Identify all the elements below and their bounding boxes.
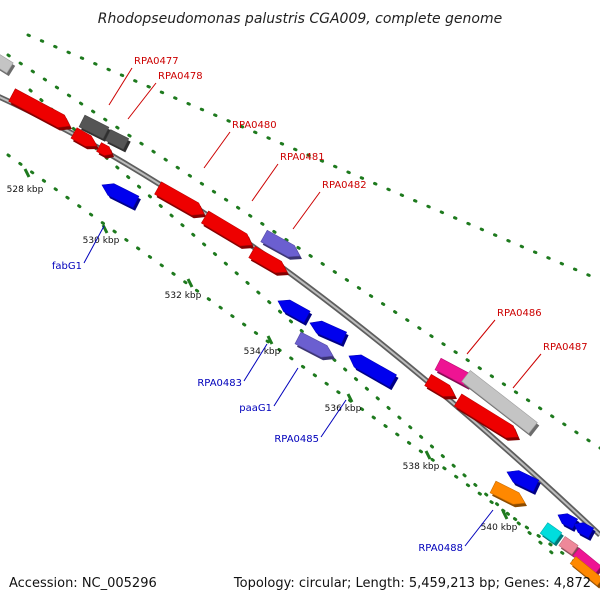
feature-body (539, 522, 563, 544)
feature-body (200, 210, 253, 247)
gene-label-leader (203, 131, 231, 169)
gene-label-paag1: paaG1 (239, 403, 272, 414)
feature-body (424, 373, 456, 397)
feature-red-e (424, 373, 457, 400)
gene-label-rpa0480: RPA0480 (232, 120, 277, 131)
feature-blue-g (557, 513, 580, 532)
feature-red-0481 (200, 210, 254, 249)
feature-body (557, 513, 579, 530)
dotted-ring-1 (6, 153, 600, 582)
gene-label-rpa0488: RPA0488 (418, 543, 463, 554)
dotted-guides (6, 33, 600, 582)
gene-label-fabg1: fabG1 (52, 261, 82, 272)
feature-body (489, 480, 526, 505)
feature-red-b (96, 142, 114, 159)
feature-red-c (248, 245, 289, 276)
feature-body (569, 556, 600, 586)
feature-red-0476 (8, 88, 72, 131)
gene-label-rpa0485: RPA0485 (274, 434, 319, 445)
gene-label-rpa0487: RPA0487 (543, 342, 588, 353)
gene-label-rpa0481: RPA0481 (280, 152, 325, 163)
gene-label-leader (273, 367, 299, 407)
feature-blue-0483 (277, 299, 313, 326)
gene-label-leader (320, 399, 347, 438)
feature-body (558, 536, 579, 555)
tick-label: 528 kbp (7, 185, 44, 195)
feature-body (260, 229, 301, 258)
feature-body (104, 129, 130, 150)
gene-label-rpa0486: RPA0486 (497, 308, 542, 319)
feature-body (461, 370, 538, 434)
feature-body (309, 320, 347, 345)
feature-red-0480 (154, 181, 206, 219)
gene-label-leader (464, 509, 494, 547)
tick-label: 540 kbp (481, 523, 518, 533)
tick-mark-0 (23, 168, 31, 178)
tick-label: 530 kbp (83, 236, 120, 246)
feature-blue-d (309, 320, 349, 347)
tick-mark-2 (186, 278, 194, 288)
feature-body (294, 331, 334, 358)
feature-body (573, 522, 595, 539)
feature-red-f (453, 393, 520, 441)
gene-label-rpa0478: RPA0478 (158, 71, 203, 82)
accession-label: Accession: NC_005296 (9, 576, 157, 591)
tick-mark-3 (266, 335, 274, 345)
feature-body (348, 354, 397, 388)
dotted-ring-2 (28, 88, 562, 562)
feature-grey-top (0, 54, 16, 77)
gene-label-leader (83, 225, 105, 264)
genome-stats-label: Topology: circular; Length: 5,459,213 bp… (233, 576, 591, 591)
map-title: Rhodopseudomonas palustris CGA009, compl… (98, 11, 502, 27)
gene-label-rpa0483: RPA0483 (197, 378, 242, 389)
feature-blue-0485 (348, 354, 399, 391)
gene-label-leader (243, 343, 268, 382)
feature-body (101, 183, 140, 209)
tick-mark-4 (346, 393, 354, 403)
gene-features (0, 54, 600, 589)
gene-label-leader (108, 67, 133, 106)
feature-purple-0482 (260, 229, 302, 260)
feature-orange-0488 (489, 480, 527, 508)
feature-orange-b (569, 556, 600, 589)
feature-body (277, 299, 311, 324)
feature-body (453, 393, 519, 439)
feature-body (0, 54, 14, 74)
feature-body (70, 127, 98, 147)
feature-blue-fabG1 (101, 183, 141, 211)
dotted-ring-0 (6, 53, 600, 450)
dotted-ring-3 (26, 33, 600, 282)
feature-grey-0478 (104, 129, 131, 153)
gene-labels: RPA0477RPA0478RPA0480RPA0481RPA0482RPA04… (52, 56, 588, 554)
feature-cyan (539, 522, 564, 547)
gene-label-leader (466, 319, 496, 355)
feature-body (248, 245, 288, 274)
feature-body (96, 142, 113, 156)
gene-label-leader (512, 353, 542, 389)
feature-blue-h (573, 522, 596, 541)
gene-label-rpa0477: RPA0477 (134, 56, 179, 67)
tick-mark-5 (424, 450, 432, 460)
gene-label-leader (127, 82, 157, 120)
feature-grey-0477 (78, 114, 111, 142)
feature-body (78, 114, 110, 140)
feature-body (154, 181, 205, 216)
feature-body (8, 88, 71, 128)
gene-label-rpa0482: RPA0482 (322, 180, 367, 191)
feature-red-a (70, 127, 99, 150)
gene-label-leader (292, 191, 321, 230)
tick-mark-6 (501, 510, 509, 520)
feature-blue-0488 (506, 470, 541, 495)
feature-body (506, 470, 540, 493)
tick-label: 536 kbp (325, 404, 362, 414)
gene-label-leader (251, 163, 279, 202)
tick-label: 538 kbp (403, 462, 440, 472)
feature-grey-0487 (461, 370, 540, 437)
tick-label: 532 kbp (165, 291, 202, 301)
feature-purple-paaG1 (294, 331, 335, 361)
